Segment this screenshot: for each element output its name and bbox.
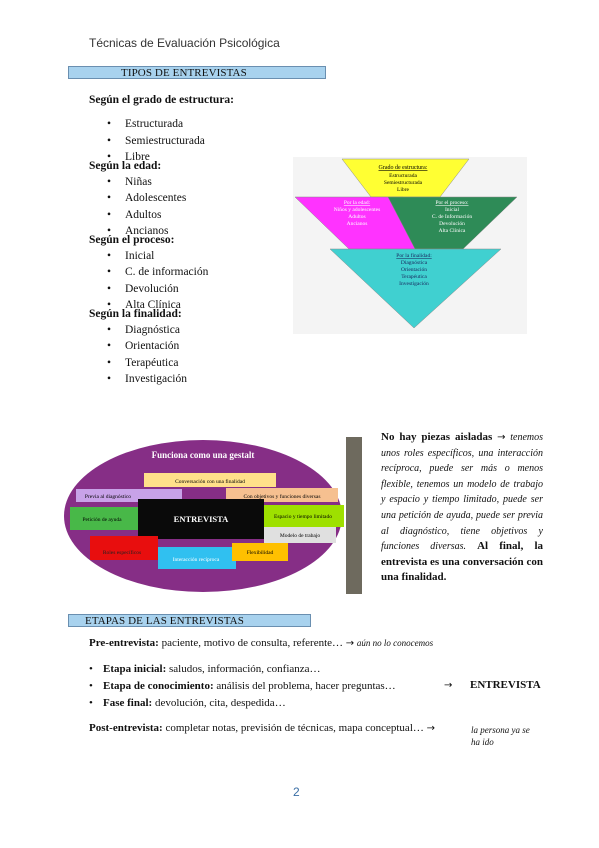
box-label: Roles específicos	[103, 549, 141, 556]
box-objetivos	[226, 488, 338, 502]
tri-top-item: Estructurada	[389, 173, 417, 179]
box-entrevista	[138, 499, 264, 539]
list-item: Investigación	[89, 371, 234, 388]
box-interaccion	[158, 547, 236, 569]
stages-label: ENTREVISTA	[470, 679, 541, 691]
stage-label: Etapa inicial:	[103, 663, 167, 675]
box-flexibilidad	[232, 543, 288, 561]
paragraph-bold-start: No hay piezas aisladas	[381, 431, 493, 443]
list-item: Estructurada	[89, 116, 234, 133]
stage-label: Etapa de conocimiento:	[103, 680, 214, 692]
tri-top-item: Semiestructurada	[384, 180, 423, 186]
box-modelo	[264, 527, 336, 543]
list-item: Niñas	[89, 174, 234, 191]
list-item: Diagnóstica	[89, 322, 234, 339]
list-item: Ancianos	[89, 223, 234, 240]
gestalt-paragraph: No hay piezas aisladas → tenemos unos ro…	[381, 430, 543, 586]
section-title-tipos: TIPOS DE ENTREVISTAS	[68, 66, 326, 79]
tri-right-item: C. de Información	[432, 213, 472, 220]
tri-bottom-item: Orientación	[401, 267, 427, 273]
stage-item: Etapa de conocimiento: análisis del prob…	[89, 678, 396, 695]
stage-item: Etapa inicial: saludos, información, con…	[89, 661, 396, 678]
triangle-bottom-segment	[329, 248, 502, 329]
stage-text: devolución, cita, despedida…	[154, 697, 286, 709]
group-heading: Según el grado de estructura:	[89, 94, 235, 106]
arrow-icon: →	[444, 680, 453, 691]
pre-note: aún no lo conocemos	[356, 638, 434, 648]
box-label: Petición de ayuda	[82, 517, 122, 523]
pre-label: Pre-entrevista:	[89, 637, 159, 649]
list-item: Semiestructurada	[89, 133, 234, 150]
group-list: Diagnóstica Orientación Terapéutica Inve…	[89, 322, 234, 388]
tri-bottom-title: Por la finalidad:	[396, 252, 432, 259]
list-item: Inicial	[89, 248, 234, 265]
post-text: completar notas, previsión de técnicas, …	[165, 722, 424, 734]
types-list: Según el grado de estructura: Estructura…	[89, 92, 234, 388]
group-list: Estructurada Semiestructurada Libre	[89, 116, 234, 166]
list-item: Libre	[89, 149, 234, 166]
box-label: Flexibilidad	[247, 550, 274, 556]
tri-left-title: Por la edad:	[344, 200, 371, 206]
section-title-etapas: ETAPAS DE LAS ENTREVISTAS	[68, 614, 311, 627]
tri-right-title: Por el proceso:	[436, 200, 469, 206]
pre-text: paciente, motivo de consulta, referente…	[161, 637, 344, 649]
tri-bottom-item: Investigación	[399, 281, 429, 287]
tri-left-item: Adultos	[348, 214, 365, 220]
arrow-icon: →	[426, 723, 436, 734]
stage-item: Fase final: devolución, cita, despedida…	[89, 695, 396, 712]
box-conversacion	[144, 473, 276, 487]
box-peticion	[70, 507, 140, 530]
box-previa	[76, 489, 182, 502]
tri-bottom-item: Diagnóstica	[401, 260, 428, 266]
tri-right-item: Inicial	[445, 207, 460, 213]
stages-list: Etapa inicial: saludos, información, con…	[89, 661, 396, 712]
post-note-line: la persona ya se	[471, 725, 530, 735]
post-label: Post-entrevista:	[89, 722, 163, 734]
diagram-side-strip	[346, 437, 362, 594]
paragraph-italic: tenemos unos roles específicos, una inte…	[381, 432, 544, 553]
pre-entrevista: Pre-entrevista: paciente, motivo de cons…	[89, 637, 433, 649]
box-roles	[90, 536, 158, 560]
page-number: 2	[293, 785, 300, 799]
list-item: Devolución	[89, 281, 234, 298]
stage-text: saludos, información, confianza…	[169, 663, 321, 675]
post-entrevista: Post-entrevista: completar notas, previs…	[89, 722, 435, 734]
gestalt-title: Funciona como una gestalt	[152, 450, 255, 460]
tri-top-item: Libre	[397, 187, 409, 193]
paragraph-bold-end: Al final, la entrevista es una conversac…	[381, 540, 544, 584]
arrow-icon: →	[497, 432, 506, 443]
list-item: C. de información	[89, 264, 234, 281]
center-label: ENTREVISTA	[174, 514, 229, 524]
tri-bottom-item: Terapéutica	[401, 274, 427, 280]
box-espacio	[264, 505, 344, 527]
list-item: Alta Clínica	[89, 297, 234, 314]
gestalt-diagram: Funciona como una gestalt Conversación c…	[60, 437, 362, 594]
box-label: Modelo de trabajo	[280, 533, 321, 539]
tri-right-item: Devolución	[439, 221, 465, 227]
tri-top-title: Grado de estructura:	[379, 165, 428, 171]
tri-right-item: Alta Clínica	[439, 228, 466, 234]
box-label: Interacción recíproca	[173, 557, 220, 563]
box-label: Previa al diagnóstico	[85, 494, 131, 500]
list-item: Terapéutica	[89, 355, 234, 372]
group-list: Inicial C. de información Devolución Alt…	[89, 248, 234, 314]
post-note: la persona ya se ha ido	[471, 724, 530, 748]
box-label: Conversación con una finalidad	[175, 478, 245, 485]
box-label: Espacio y tiempo limitado	[274, 514, 332, 520]
stage-text: análisis del problema, hacer preguntas…	[216, 680, 396, 692]
arrow-icon: →	[345, 638, 355, 649]
list-item: Orientación	[89, 338, 234, 355]
page-header: Técnicas de Evaluación Psicológica	[89, 36, 280, 50]
list-item: Adultos	[89, 207, 234, 224]
triangle-diagram: Grado de estructura: Estructurada Semies…	[293, 157, 527, 334]
post-note-line: ha ido	[471, 737, 494, 747]
stage-label: Fase final:	[103, 697, 153, 709]
tri-left-item: Niños y adolescentes	[334, 207, 380, 213]
tri-left-item: Ancianos	[347, 221, 368, 227]
list-item: Adolescentes	[89, 190, 234, 207]
group-list: Niñas Adolescentes Adultos Ancianos	[89, 174, 234, 240]
box-label: Con objetivos y funciones diversas	[244, 493, 321, 500]
